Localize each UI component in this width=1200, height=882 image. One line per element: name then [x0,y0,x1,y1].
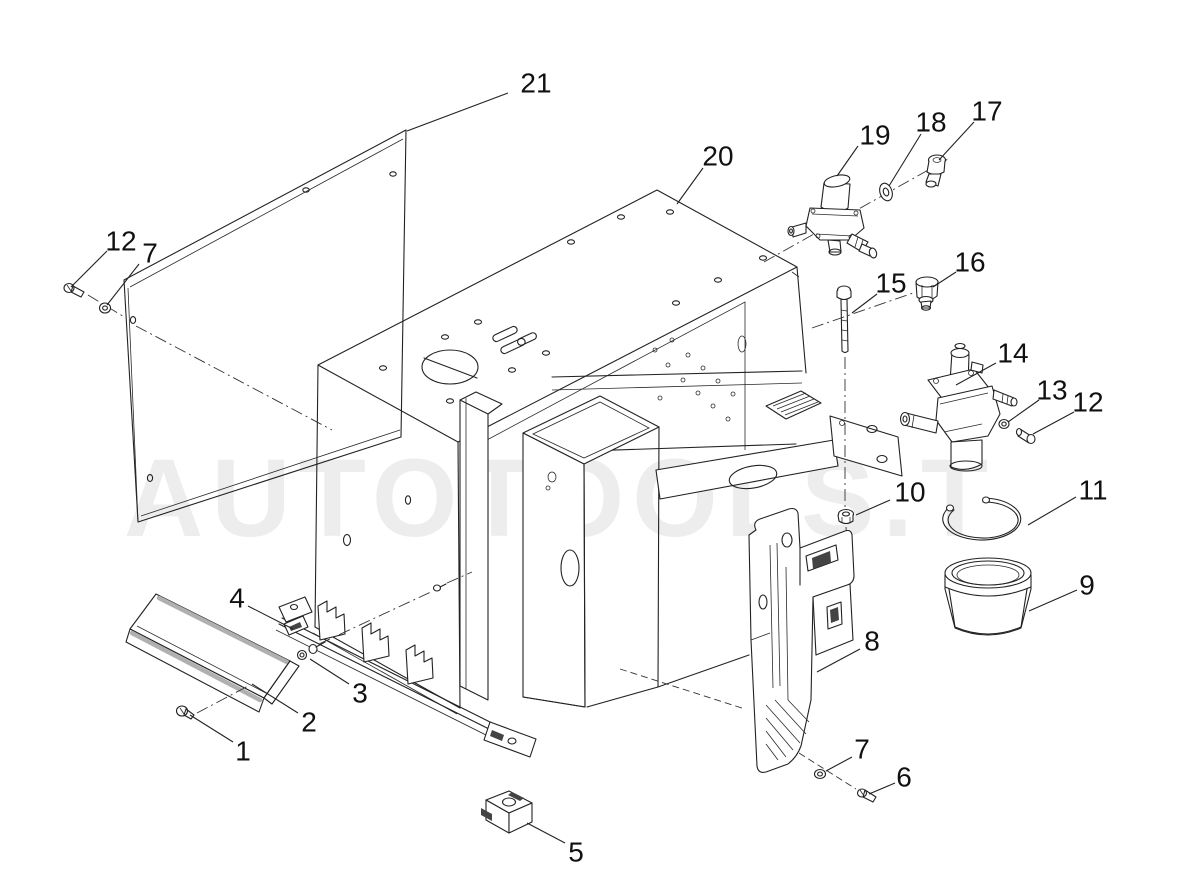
callout-leader-7-left [106,263,140,306]
part-14-filter-assembly [899,342,1018,472]
part-16-fitting [915,276,939,311]
callout-label-16: 16 [954,247,985,278]
part-7-washer-bottom [813,768,827,780]
part-10-nut [837,508,855,525]
callout-label-2: 2 [301,707,317,738]
callout-leader-5 [526,822,566,844]
part-11-snap-ring [942,496,1022,541]
alignment-axis-6-7 [798,752,857,790]
diagram-artwork [63,129,1036,834]
part-12-screw-right [1015,427,1036,445]
callout-leader-7-bottom [825,756,853,772]
callout-leader-6 [868,782,896,795]
callout-label-6: 6 [896,762,912,793]
callout-label-7-left: 7 [142,238,158,269]
callout-leader-9 [1028,589,1078,612]
callout-leader-20 [676,167,704,205]
callout-leader-3 [309,658,350,685]
callout-label-21: 21 [520,68,551,99]
callout-label-13: 13 [1036,375,1067,406]
callout-leader-13 [1007,399,1040,423]
alignment-axis-8 [619,668,746,710]
part-19-regulator [787,174,878,259]
callout-leader-16 [932,271,957,288]
callout-leader-17 [938,121,975,161]
callout-leader-2 [251,683,299,714]
part-6-screw [856,788,877,803]
bracket-hatching [765,699,810,761]
part-9-cup [944,557,1032,636]
bottom-rail [275,596,537,758]
part-3-washer-screw [296,583,447,661]
part-21-rear-panel [123,129,407,523]
alignment-axis-3b [446,571,473,584]
alignment-axis-3 [318,590,434,645]
part-18-washer [879,182,893,202]
callout-leader-1 [189,714,234,743]
callout-label-12-left: 12 [105,226,136,257]
callout-label-9: 9 [1079,570,1095,601]
part-15-bolt [836,285,852,354]
front-compartment [522,395,660,708]
callout-label-4: 4 [229,583,245,614]
callout-leader-21 [406,92,509,132]
callout-label-8: 8 [864,626,880,657]
callout-leader-15 [851,293,878,314]
alignment-axis-panel [135,325,333,431]
callout-label-18: 18 [915,107,946,138]
top-round-hole [421,349,479,385]
callout-leader-19 [836,145,859,177]
vent-slots [492,325,537,355]
id-label-plate [765,390,822,420]
callout-leader-14 [955,362,997,386]
callout-leader-12-left [70,250,108,288]
part-8-bracket [748,507,855,773]
callout-label-3: 3 [352,678,368,709]
callout-label-14: 14 [997,338,1028,369]
alignment-axis-16 [811,291,917,329]
callout-label-5: 5 [568,837,584,868]
part-13-nut [998,418,1010,430]
part-5-block [481,790,533,834]
callout-leader-18 [888,133,922,187]
part-12-screw-left [63,282,85,298]
callout-label-10: 10 [894,477,925,508]
callout-leader-4 [247,605,294,630]
callout-label-7-bottom: 7 [854,734,870,765]
part-7-washer-left [98,302,112,314]
callout-leader-8 [816,648,861,673]
callout-label-20: 20 [702,141,733,172]
inner-wall-holes [652,335,747,422]
callout-leader-12-right [1032,411,1075,435]
front-duct [459,391,503,701]
callout-label-17: 17 [971,96,1002,127]
part-1-screw [175,705,195,720]
callout-label-12-right: 12 [1072,387,1103,418]
part-2-tray [125,593,300,713]
callout-leader-11 [1027,496,1077,526]
callout-label-1: 1 [235,736,251,767]
callout-label-15: 15 [875,268,906,299]
part-17-elbow-fitting [925,154,947,188]
alignment-axis-1 [196,684,251,714]
support-arm [655,415,903,500]
part-20-enclosure [275,189,903,758]
callout-leader-10 [855,499,891,516]
top-face-holes [378,209,768,404]
callout-label-11: 11 [1078,475,1107,506]
callout-label-19: 19 [859,120,890,151]
